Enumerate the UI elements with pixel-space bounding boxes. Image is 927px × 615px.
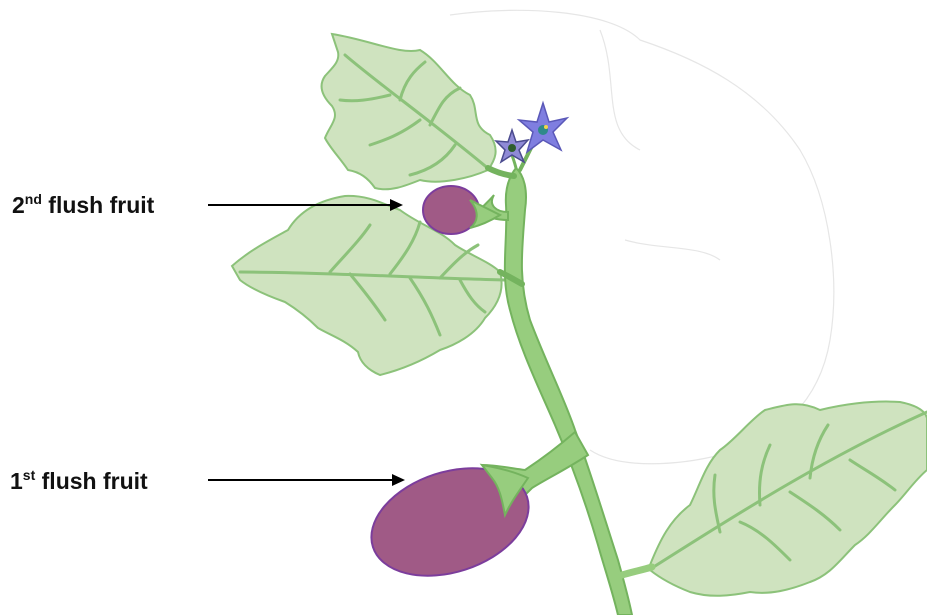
second-flush-text: flush fruit <box>42 192 154 218</box>
upper-leaf <box>321 34 495 189</box>
first-flush-number: 1 <box>10 468 23 494</box>
first-flush-ordinal: st <box>23 467 35 483</box>
second-flush-fruit-label: 2nd flush fruit <box>12 192 154 217</box>
first-flush-text: flush fruit <box>35 468 147 494</box>
lower-right-leaf <box>650 402 927 596</box>
second-flush-fruit <box>423 186 500 234</box>
flower-large <box>519 103 567 152</box>
second-flush-number: 2 <box>12 192 25 218</box>
first-flush-fruit-label: 1st flush fruit <box>10 468 148 493</box>
flower-cluster <box>496 103 567 162</box>
arrow-first-flush <box>208 474 405 486</box>
second-flush-ordinal: nd <box>25 191 42 207</box>
